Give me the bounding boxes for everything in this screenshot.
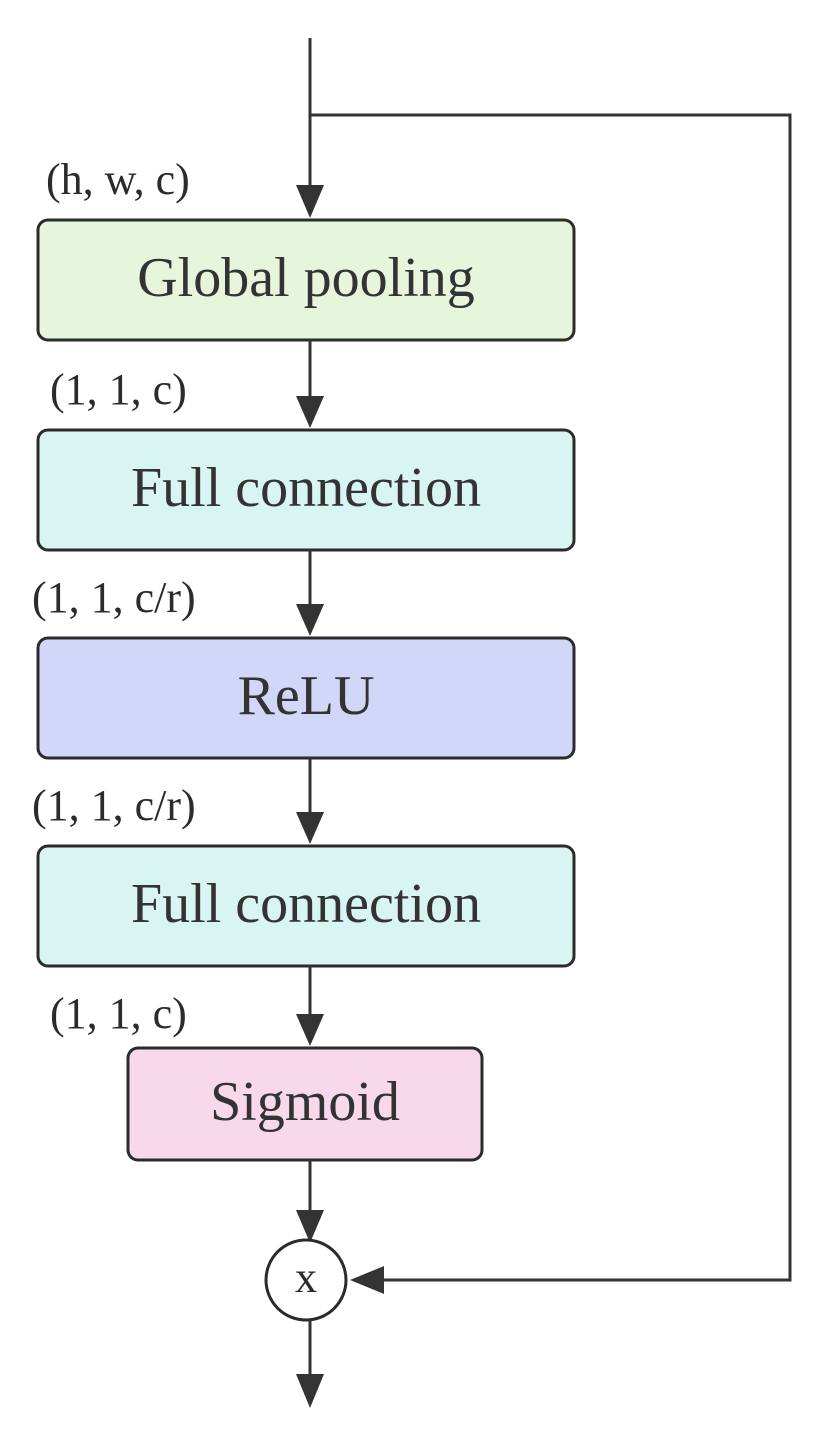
sigmoid-block — [126, 1046, 484, 1162]
full-connection-1-block — [36, 428, 576, 552]
arrow-into-multiply — [296, 1210, 324, 1243]
arrow-into-global-pooling — [296, 185, 324, 218]
dim-label-after-fc2: (1, 1, c) — [50, 989, 187, 1038]
relu-block — [36, 636, 576, 760]
output-arrow — [296, 1374, 324, 1408]
full-connection-1-label: Full connection — [131, 457, 481, 519]
relu-label: ReLU — [238, 665, 375, 727]
sigmoid-label: Sigmoid — [210, 1071, 400, 1133]
dim-label-after-relu: (1, 1, c/r) — [32, 781, 196, 830]
full-connection-2-block — [36, 844, 576, 968]
dim-label-after-pooling: (1, 1, c) — [50, 365, 187, 414]
global-pooling-block — [36, 218, 576, 342]
dim-label-after-fc1: (1, 1, c/r) — [32, 573, 196, 622]
skip-connection-line — [310, 113, 792, 1282]
arrow-into-fc1 — [296, 396, 324, 428]
arrow-into-multiply-skip — [350, 1266, 384, 1294]
global-pooling-label: Global pooling — [137, 247, 475, 309]
full-connection-2-label: Full connection — [131, 873, 481, 935]
multiply-node — [264, 1238, 348, 1322]
arrow-into-sigmoid — [296, 1014, 324, 1046]
arrow-into-relu — [296, 604, 324, 636]
dim-label-input: (h, w, c) — [46, 155, 190, 204]
arrow-into-fc2 — [296, 812, 324, 844]
multiply-symbol: x — [295, 1253, 317, 1302]
